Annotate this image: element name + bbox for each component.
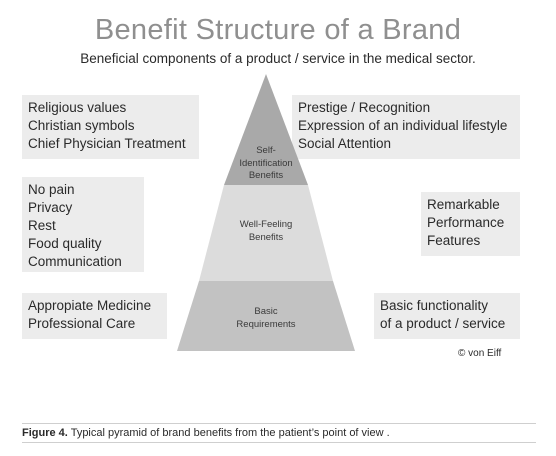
left-box-top: Religious values Christian symbols Chief… xyxy=(22,95,199,159)
left-box-top-line-1: Religious values xyxy=(28,100,127,115)
right-box-bottom-line-1: Basic functionality xyxy=(380,298,489,313)
right-box-middle-line-2: Performance xyxy=(427,215,505,230)
pyramid-top-label-line-2: Identification xyxy=(239,157,293,169)
caption-label: Figure 4. xyxy=(22,427,68,439)
right-box-top-line-3: Social Attention xyxy=(298,136,392,151)
left-box-middle-line-2: Privacy xyxy=(28,200,73,215)
right-box-top: Prestige / Recognition Expression of an … xyxy=(292,95,520,159)
left-box-middle-line-3: Rest xyxy=(28,218,56,233)
right-box-middle-line-1: Remarkable xyxy=(427,197,500,212)
left-box-middle-line-5: Communication xyxy=(28,254,122,269)
right-box-bottom: Basic functionality of a product / servi… xyxy=(374,293,520,339)
right-box-top-line-1: Prestige / Recognition xyxy=(298,100,431,115)
diagram-title: Benefit Structure of a Brand xyxy=(94,14,462,46)
pyramid-tier-middle xyxy=(199,185,333,281)
caption-top-divider xyxy=(22,423,536,424)
caption-bottom-divider xyxy=(22,442,536,443)
left-box-top-line-3: Chief Physician Treatment xyxy=(28,136,186,151)
pyramid-middle-label: Well-Feeling Benefits xyxy=(206,219,326,244)
right-box-top-line-2: Expression of an individual lifestyle xyxy=(298,118,508,133)
pyramid-middle-label-line-2: Benefits xyxy=(248,231,284,243)
diagram-subtitle: Beneficial components of a product / ser… xyxy=(80,51,476,66)
right-box-bottom-line-2: of a product / service xyxy=(380,316,506,331)
left-box-bottom: Appropiate Medicine Professional Care xyxy=(22,293,167,339)
left-box-middle: No pain Privacy Rest Food quality Commun… xyxy=(22,177,144,272)
figure-caption: Figure 4. Typical pyramid of brand benef… xyxy=(22,427,390,439)
pyramid-tier-bottom xyxy=(177,281,355,351)
pyramid-top-label-line-3: Benefits xyxy=(248,170,284,181)
right-box-middle-line-3: Features xyxy=(427,233,481,248)
pyramid-tier-top xyxy=(224,74,308,185)
left-box-bottom-line-2: Professional Care xyxy=(28,316,136,331)
left-box-middle-line-1: No pain xyxy=(28,182,75,197)
left-box-bottom-line-1: Appropiate Medicine xyxy=(28,298,152,313)
right-box-middle: Remarkable Performance Features xyxy=(421,192,520,256)
benefit-pyramid xyxy=(177,74,355,351)
left-box-top-line-2: Christian symbols xyxy=(28,118,135,133)
copyright-note: © von Eiff xyxy=(458,348,502,359)
pyramid-middle-label-line-1: Well-Feeling xyxy=(239,219,293,230)
pyramid-top-label: Self- Identification Benefits xyxy=(216,145,316,183)
pyramid-bottom-label-line-2: Requirements xyxy=(236,318,296,330)
left-box-middle-line-4: Food quality xyxy=(28,236,102,251)
caption-text: Typical pyramid of brand benefits from t… xyxy=(67,427,390,439)
pyramid-top-label-line-1: Self- xyxy=(256,145,276,156)
pyramid-bottom-label: Basic Requirements xyxy=(206,306,326,331)
pyramid-bottom-label-line-1: Basic xyxy=(254,306,278,317)
